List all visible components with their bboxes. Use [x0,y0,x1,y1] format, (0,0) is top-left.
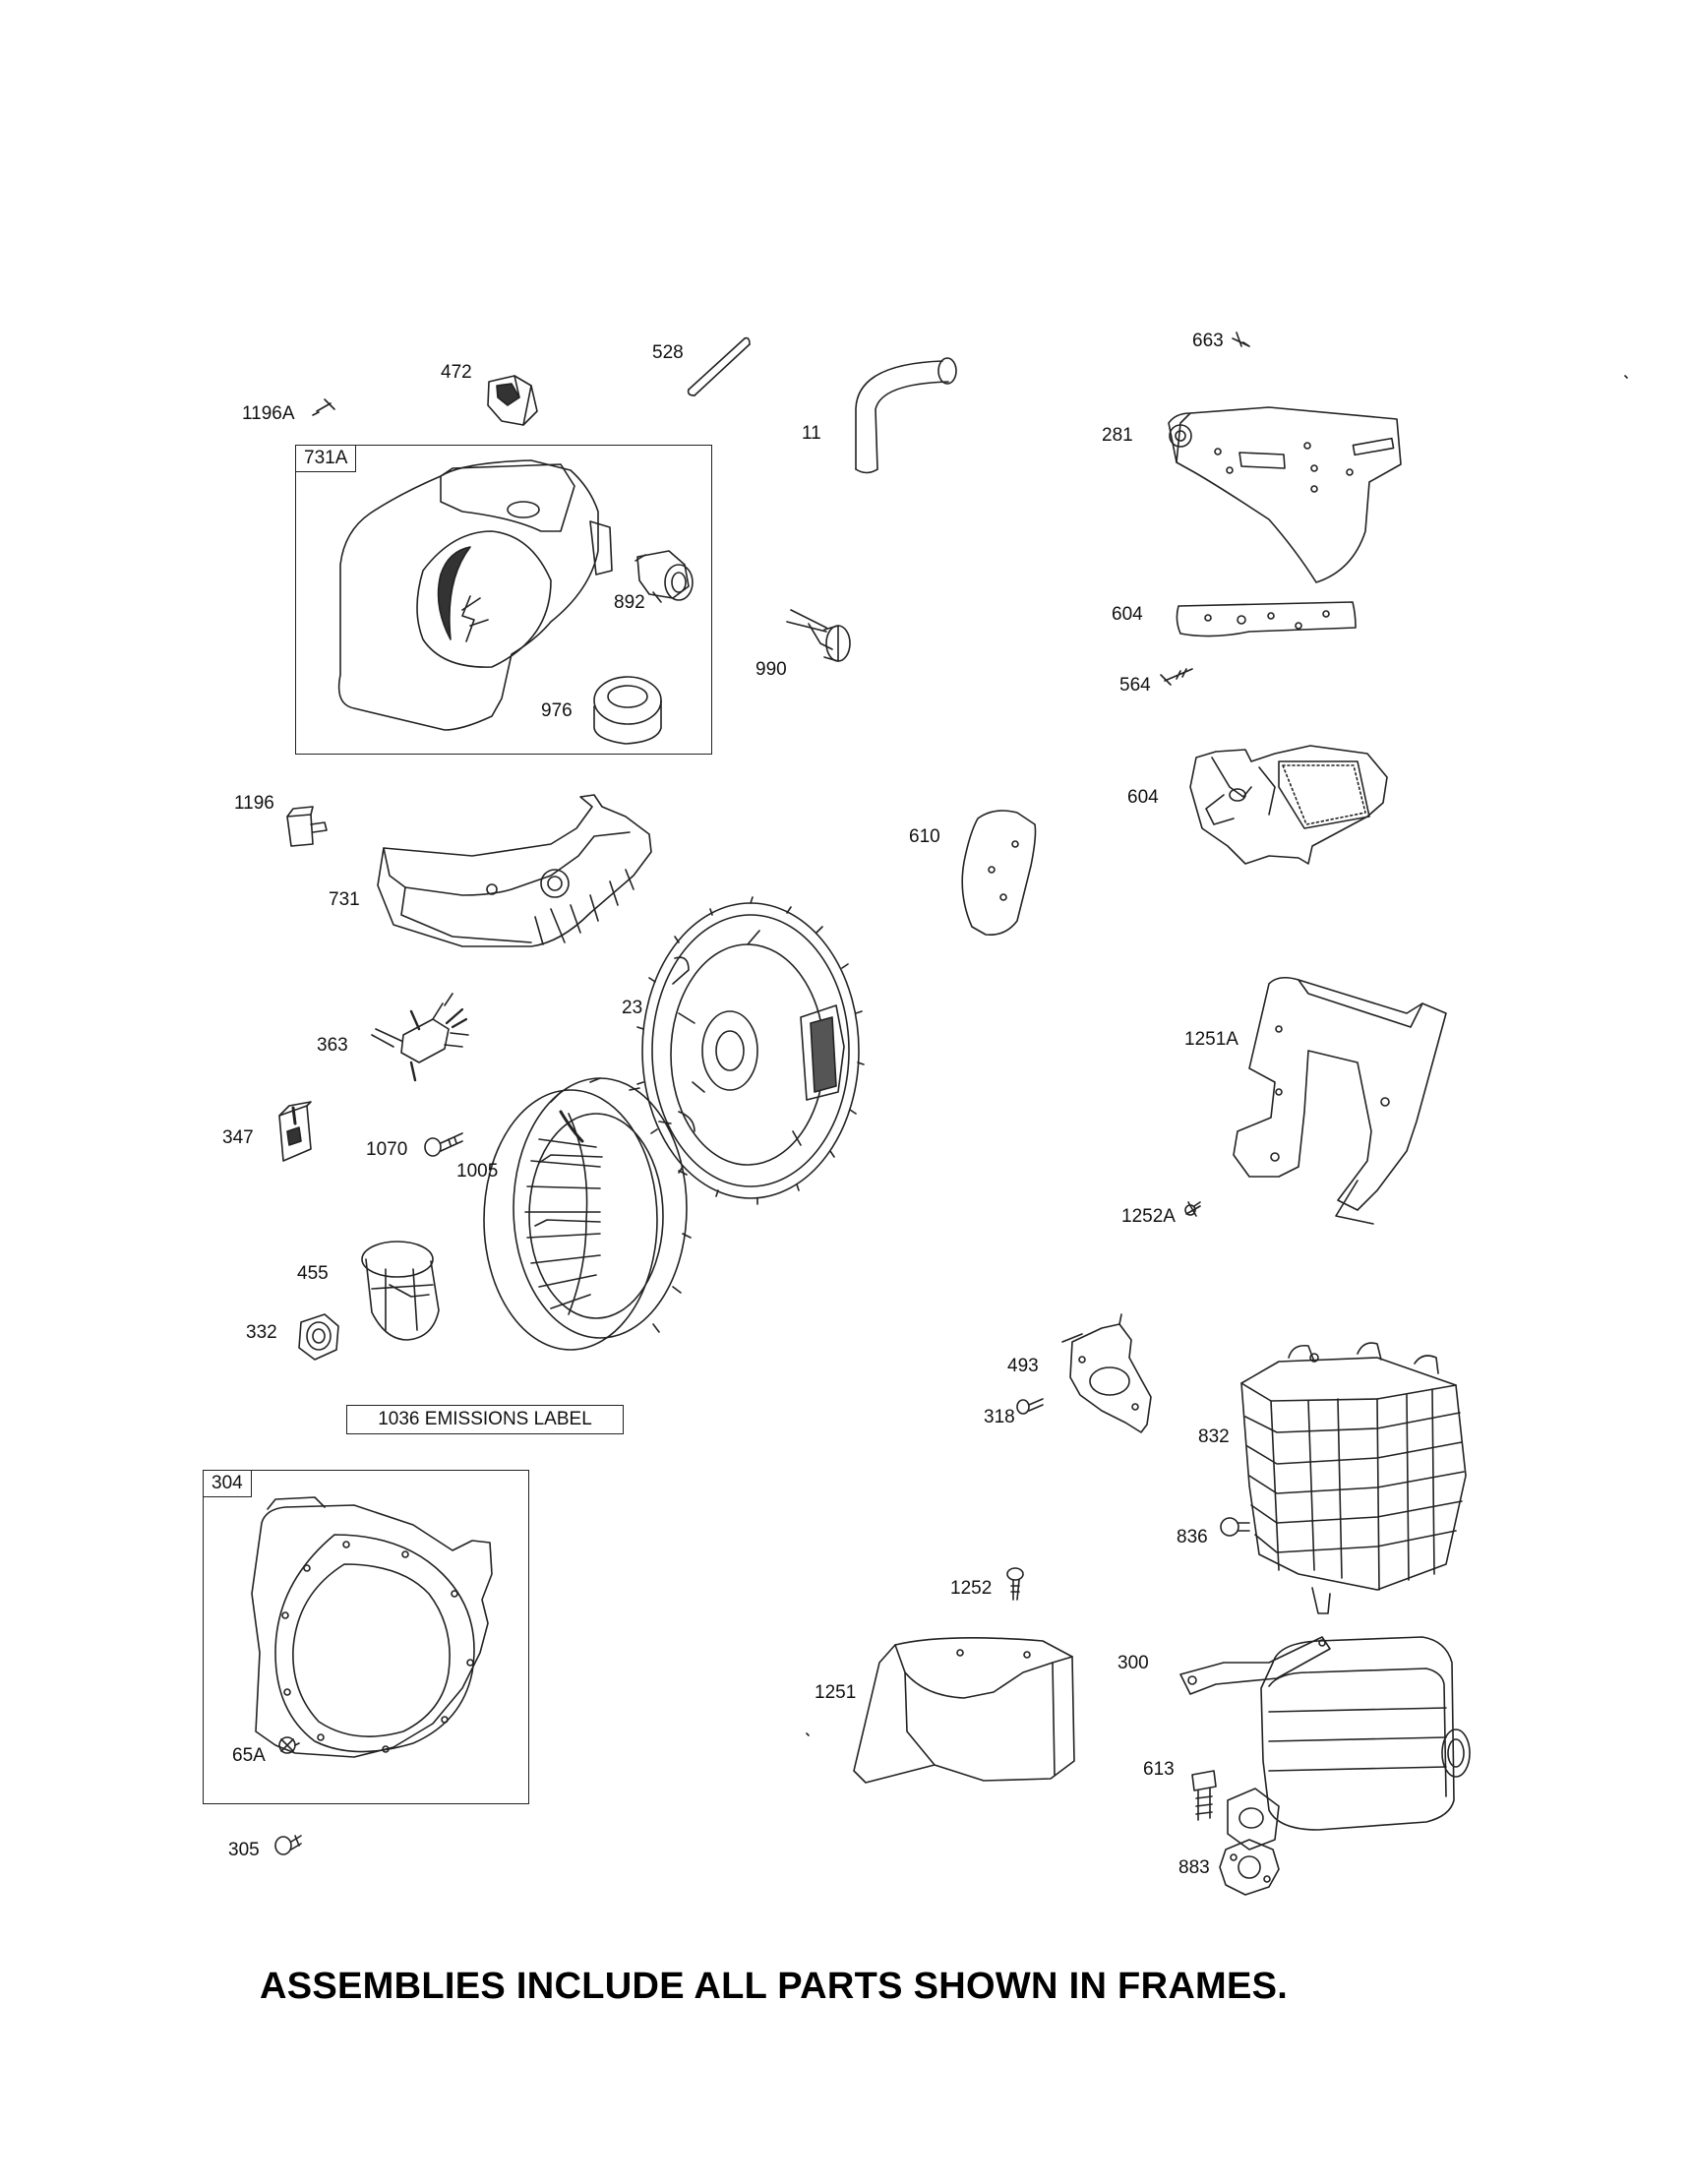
part-label-832: 832 [1198,1426,1230,1447]
part-label-1196a: 1196A [242,403,295,424]
part-label-65a: 65A [232,1745,266,1766]
part-label-564: 564 [1119,675,1151,696]
bracket-493-drawing [1062,1314,1151,1432]
fan-1005-drawing [484,1078,691,1350]
assembly-frame-731a [295,445,712,755]
screw-836-drawing [1221,1518,1249,1536]
part-label-1070: 1070 [366,1139,408,1160]
part-label-892: 892 [614,592,645,613]
part-label-23: 23 [622,998,643,1018]
clip-472-drawing [488,376,537,425]
plate-610-drawing [962,811,1035,935]
assembly-frame-304 [203,1470,529,1804]
part-label-305: 305 [228,1840,260,1860]
part-label-363: 363 [317,1035,348,1056]
part-label-347: 347 [222,1127,254,1148]
clip-1196-drawing [287,807,327,846]
cup-455-drawing [362,1242,439,1340]
part-label-332: 332 [246,1322,277,1343]
screw-305-drawing [275,1836,301,1854]
nut-332-drawing [299,1314,338,1360]
part-label-1252a: 1252A [1121,1206,1176,1227]
part-label-1252: 1252 [950,1578,993,1599]
screw-1252-drawing [1007,1568,1023,1600]
screw-663-drawing [1233,333,1249,346]
frame-label-304: 304 [203,1470,252,1497]
part-label-976: 976 [541,700,573,721]
grommet-892-drawing [635,551,693,602]
part-label-318: 318 [984,1407,1015,1427]
cap-976-drawing [594,677,661,744]
fitting-990-drawing [787,610,850,661]
bracket-1251a-drawing [1234,978,1446,1224]
part-label-604-air-cleaner: 604 [1127,787,1159,808]
gasket-883-drawing [1220,1840,1279,1895]
screw-1252a-drawing [1185,1202,1200,1216]
part-label-613: 613 [1143,1759,1175,1780]
shroud-731-drawing [378,795,651,946]
part-label-990: 990 [755,659,787,680]
shield-1251-drawing [807,1638,1074,1783]
part-label-604-plate: 604 [1112,604,1143,625]
tube-528-drawing [689,338,750,395]
part-label-528: 528 [652,342,684,363]
part-label-281: 281 [1102,425,1133,446]
part-label-610: 610 [909,826,940,847]
emissions-label-box: 1036 EMISSIONS LABEL [346,1405,624,1434]
air-cleaner-604-drawing [1190,746,1387,864]
terminal-363-drawing [372,994,468,1080]
part-label-883: 883 [1178,1857,1210,1878]
plate-604-drawing [1177,602,1356,637]
muffler-guard-832-drawing [1241,1343,1466,1613]
part-label-731: 731 [329,889,360,910]
part-label-472: 472 [441,362,472,383]
frame-label-731a: 731A [295,445,357,472]
screw-1196a-drawing [313,399,334,415]
part-label-300: 300 [1117,1653,1149,1673]
part-label-1251a: 1251A [1184,1029,1238,1050]
plug-613-drawing [1192,1771,1216,1820]
part-label-455: 455 [297,1263,329,1284]
screw-1070-drawing [425,1133,462,1156]
hose-11-drawing [856,358,956,473]
assemblies-note: ASSEMBLIES INCLUDE ALL PARTS SHOWN IN FR… [260,1966,1289,2007]
part-label-1196: 1196 [234,793,274,814]
part-label-11: 11 [802,423,821,444]
part-label-1005: 1005 [456,1161,499,1182]
screw-318-drawing [1017,1399,1043,1414]
muffler-300-drawing [1180,1637,1470,1850]
flywheel-23-drawing [637,897,864,1204]
switch-347-drawing [279,1102,311,1161]
part-label-493: 493 [1007,1356,1039,1376]
part-label-663: 663 [1192,331,1224,351]
part-label-1251: 1251 [815,1682,857,1703]
bracket-281-drawing [1169,407,1401,582]
blower-housing-731a-drawing [339,460,612,730]
screw-564-drawing [1161,669,1192,685]
part-label-836: 836 [1177,1527,1208,1547]
screw-65a-drawing [279,1737,299,1753]
